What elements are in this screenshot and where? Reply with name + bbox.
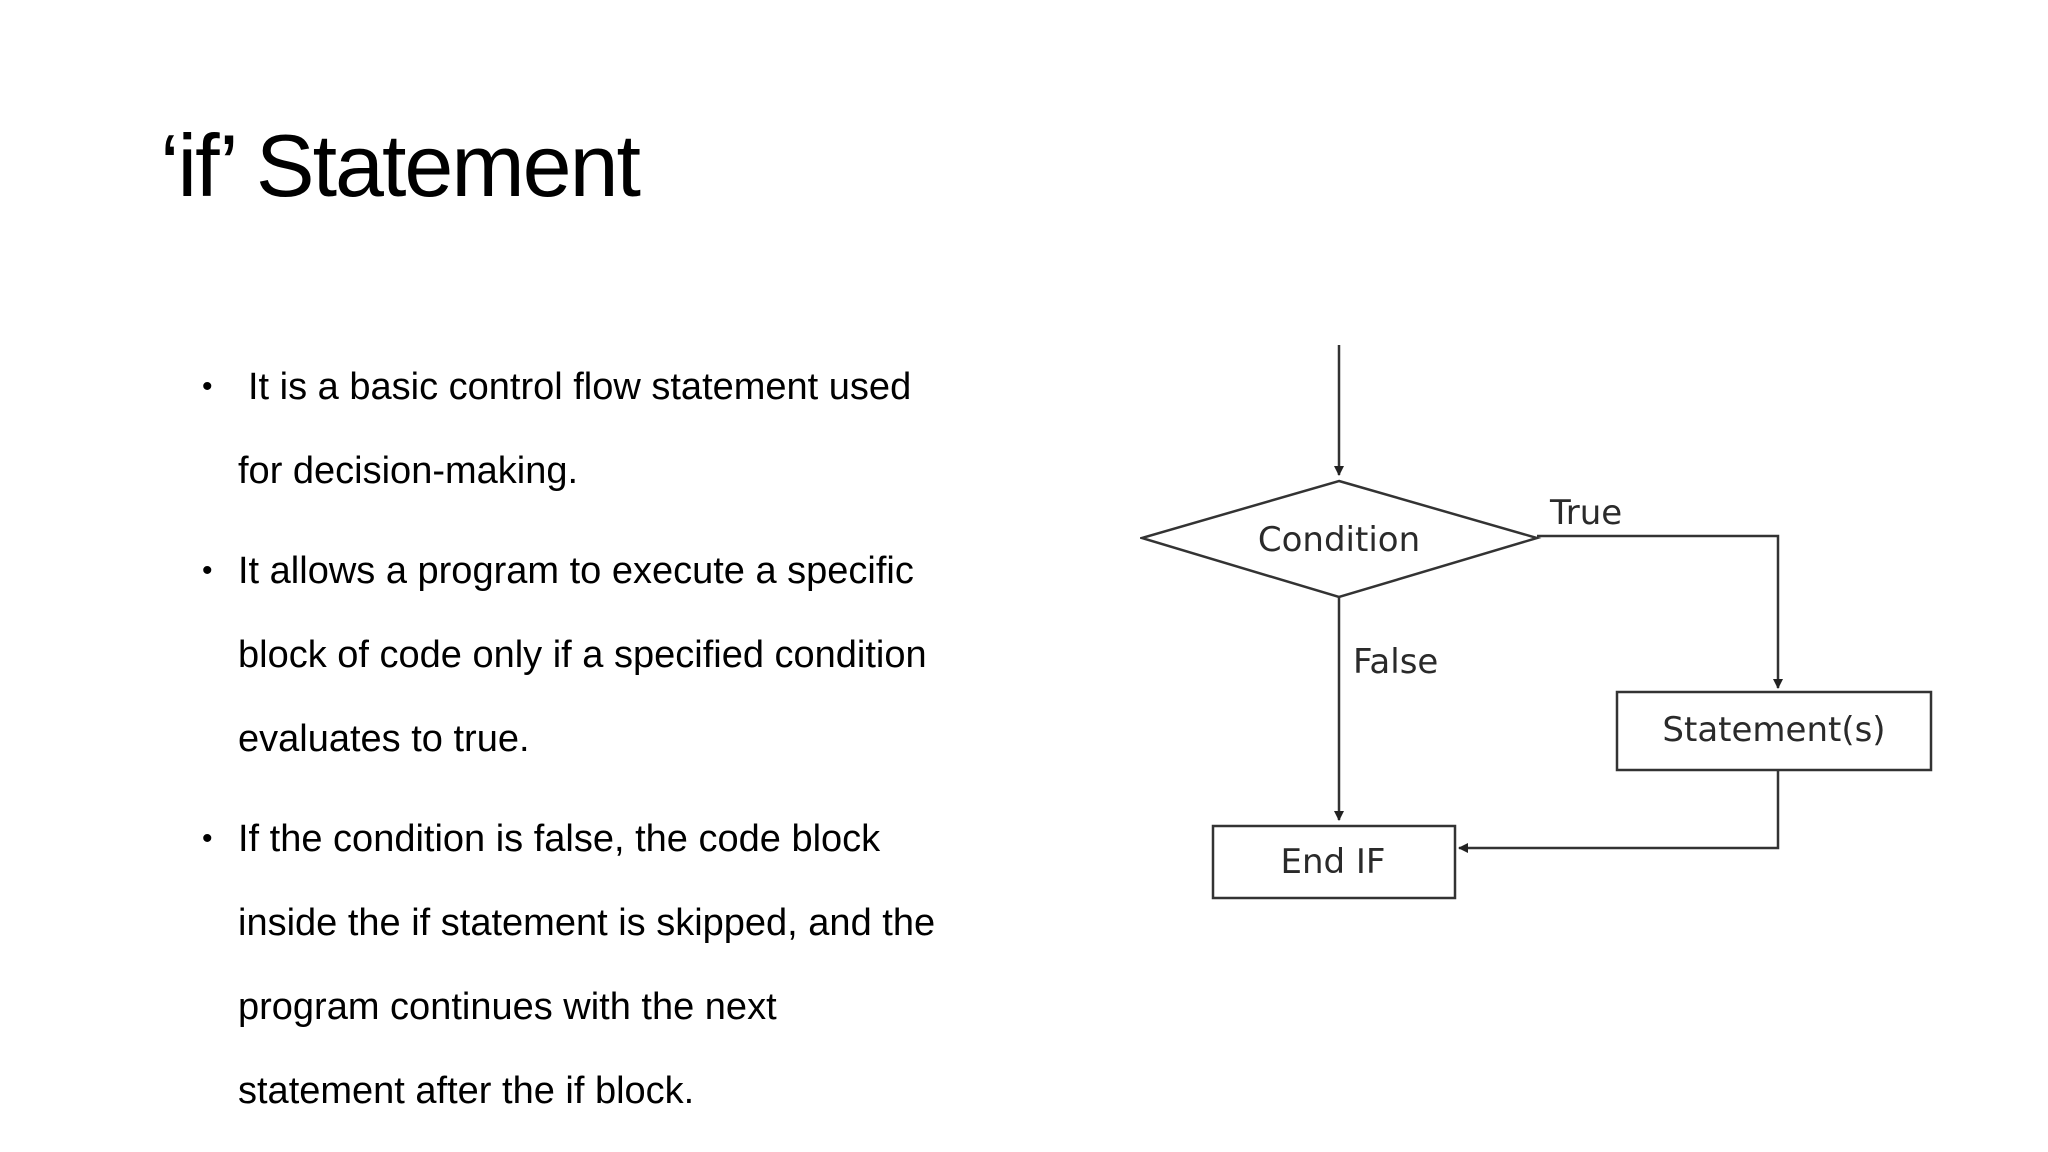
statement-box	[1615, 690, 1933, 772]
bullet-text-line: It allows a program to execute a specifi…	[238, 550, 914, 592]
true-branch-arrow	[1537, 534, 1783, 689]
end-if-box	[1211, 824, 1457, 900]
bullet-dot-icon: •	[202, 370, 213, 403]
bullet-dot-icon: •	[202, 554, 213, 587]
statement-label: Statement(s)	[1662, 710, 1885, 750]
bullet-text-line: for decision-making.	[238, 450, 579, 492]
bullet-item: • If the condition is false, the code bl…	[200, 797, 1020, 1133]
bullet-text-line: program continues with the next	[238, 986, 777, 1028]
bullet-item: • It allows a program to execute a speci…	[200, 529, 1020, 781]
bullet-list: • It is a basic control flow statement u…	[200, 345, 1020, 1149]
bullet-dot-icon: •	[202, 822, 213, 855]
true-label: True	[1549, 493, 1622, 533]
if-statement-flowchart: Condition True Statement(s) False End IF	[1140, 345, 1933, 900]
bullet-text-line: inside the if statement is skipped, and …	[238, 902, 936, 944]
slide-title: ‘if’ Statement	[160, 116, 641, 215]
end-if-label: End IF	[1280, 842, 1385, 882]
bullet-text-line: It is a basic control flow statement use…	[248, 366, 912, 408]
bullet-item: • It is a basic control flow statement u…	[200, 345, 1020, 513]
false-label: False	[1353, 642, 1438, 682]
bullet-text-line: statement after the if block.	[238, 1070, 695, 1112]
statement-to-end-arrow	[1458, 770, 1780, 853]
condition-label: Condition	[1258, 520, 1420, 560]
bullet-text-line: block of code only if a specified condit…	[238, 634, 927, 676]
bullet-text-line: evaluates to true.	[238, 718, 530, 760]
bullet-text-line: If the condition is false, the code bloc…	[238, 818, 881, 860]
